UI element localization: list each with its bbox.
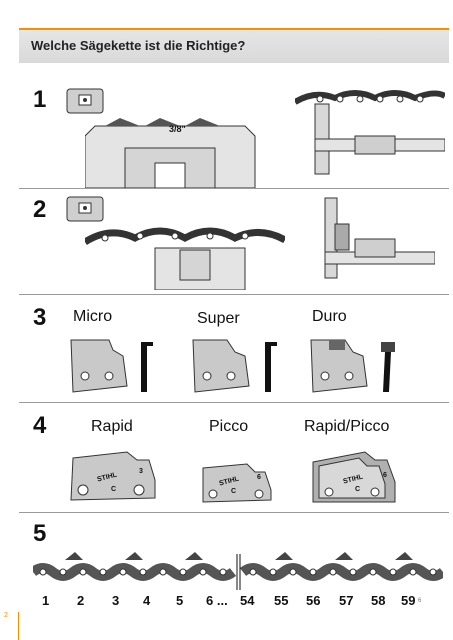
section-number: 2 (33, 196, 47, 223)
chain-drive-link-count-illustration (33, 552, 443, 590)
chain-label-rapid-picco: Rapid/Picco (304, 418, 390, 435)
chain-on-gauge-illustration (85, 118, 256, 188)
link-count-label: 56 (306, 593, 321, 608)
link-count-label: 59 (401, 593, 416, 608)
section-number: 4 (33, 412, 47, 439)
file-gauge-icon (66, 88, 104, 114)
section-number: 1 (33, 86, 47, 113)
section-4: 4 Rapid Picco Rapid/Picco STIHL C 3 STIH… (19, 402, 449, 513)
link-count-label: 3 (112, 593, 120, 608)
cutter-label-micro: Micro (73, 308, 113, 325)
page-header: Welche Sägekette ist die Richtige? (19, 28, 449, 63)
stamp-letter: C (355, 486, 361, 493)
stamp-digit: 6 (383, 472, 387, 479)
page-title: Welche Sägekette ist die Richtige? (31, 38, 246, 53)
margin-rule (18, 612, 19, 640)
stamp-digit: 3 (139, 468, 143, 475)
picco-chain-link-illustration (202, 463, 272, 503)
stamp-letter: C (231, 488, 237, 495)
link-count-label: 55 (274, 593, 289, 608)
section-3: 3 Micro Super Duro (19, 294, 449, 403)
cutter-label-duro: Duro (312, 308, 347, 325)
chain-label-rapid: Rapid (91, 418, 133, 435)
corner-mark: 6 (418, 598, 422, 604)
chain-depth-gauge-illustration (85, 227, 285, 290)
caliper-illustration (295, 90, 445, 175)
section-number: 3 (33, 304, 47, 331)
section-5: 5 (19, 512, 449, 612)
file-gauge-icon (66, 196, 104, 222)
gauge-label: 3/8" (169, 124, 186, 134)
link-count-label: 4 (143, 593, 151, 608)
page-number: 2 (4, 612, 8, 619)
link-count-label: 57 (339, 593, 354, 608)
rapid-chain-link-illustration (70, 451, 156, 501)
chain-label-picco: Picco (209, 418, 249, 435)
micro-cutter-illustration (70, 339, 153, 393)
caliper-illustration (324, 197, 435, 279)
section-number: 5 (33, 520, 47, 547)
link-count-label: 5 (176, 593, 184, 608)
section-1: 1 3/8" (19, 80, 449, 189)
link-count-label: 54 (240, 593, 255, 608)
stamp-letter: C (111, 486, 117, 493)
link-count-label: 6 ... (206, 593, 228, 608)
section-2: 2 (19, 188, 449, 295)
stamp-digit: 6 (257, 474, 261, 481)
duro-cutter-illustration (310, 339, 395, 393)
cutter-label-super: Super (197, 310, 240, 327)
link-count-label: 2 (77, 593, 85, 608)
link-count-label: 1 (42, 593, 50, 608)
rapid-picco-chain-link-illustration (312, 451, 396, 503)
super-cutter-illustration (192, 339, 277, 393)
link-count-label: 58 (371, 593, 386, 608)
